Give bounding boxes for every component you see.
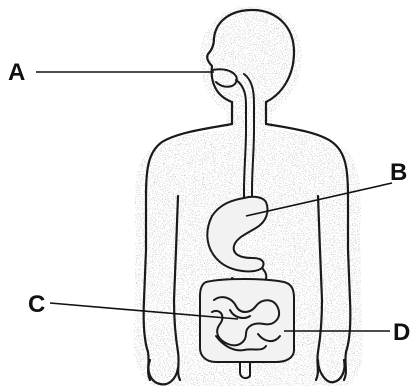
label-a: A [8,59,25,86]
label-b: B [390,159,407,186]
label-c: C [28,291,45,318]
label-d: D [393,319,410,346]
